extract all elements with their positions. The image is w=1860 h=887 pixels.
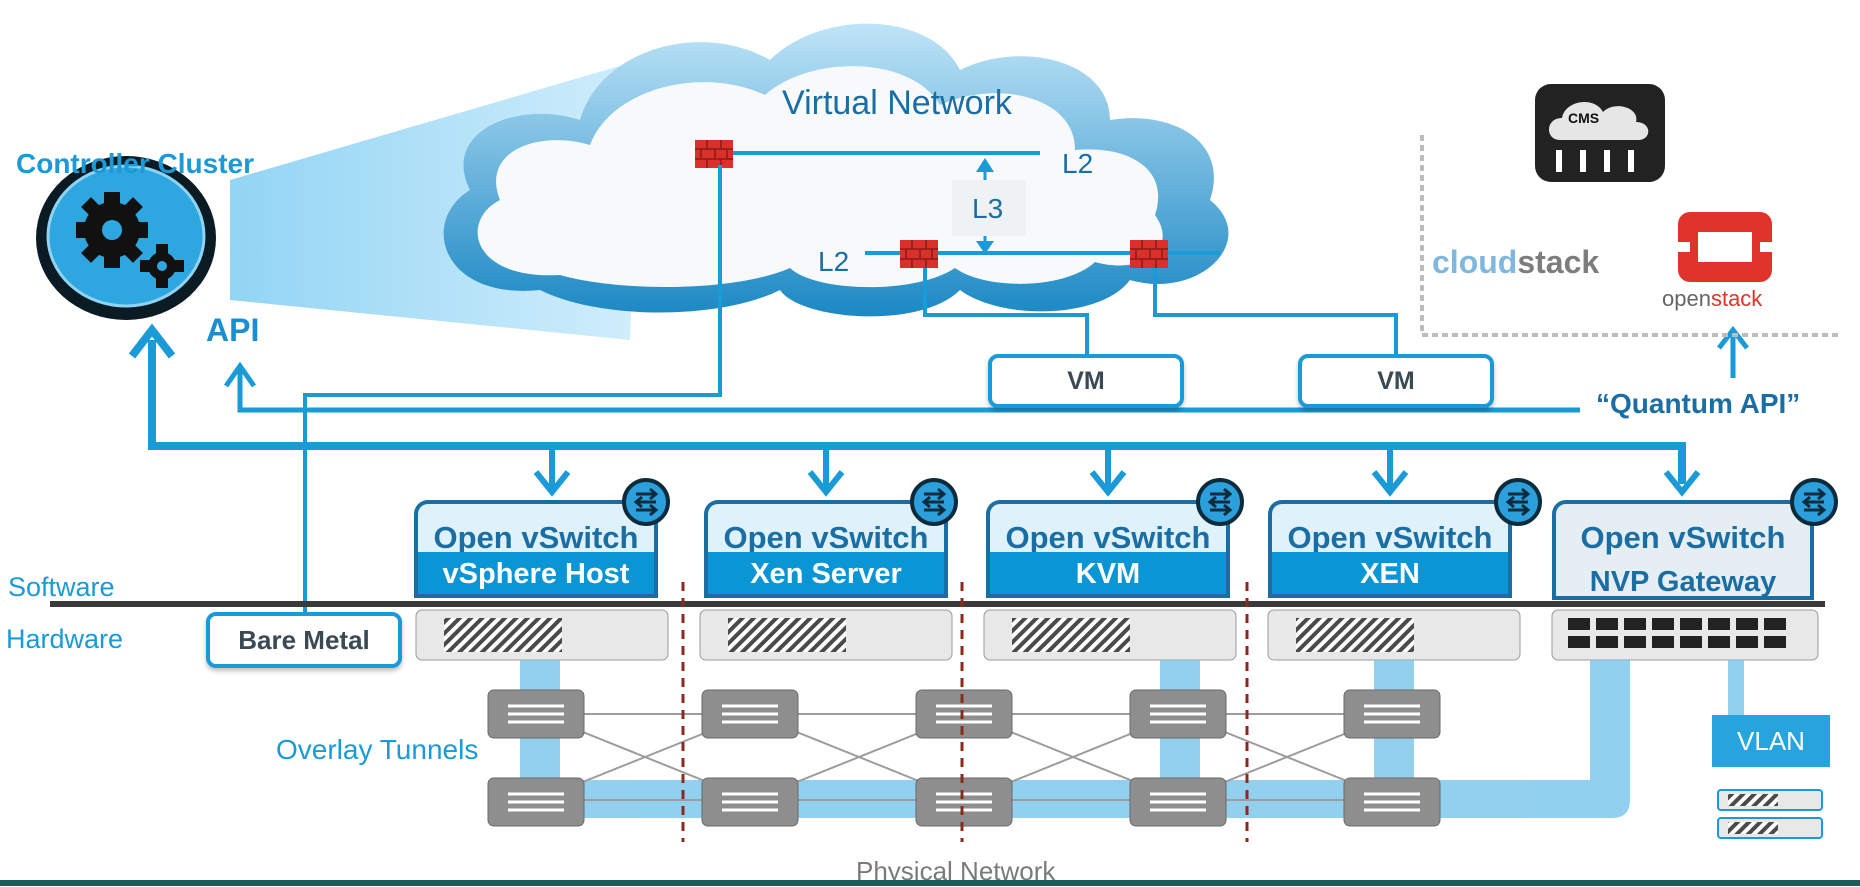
physical-switches bbox=[487, 689, 1441, 827]
software-label: Software bbox=[8, 572, 115, 602]
host-name: KVM bbox=[1075, 558, 1141, 590]
ovs-panel: Open vSwitch bbox=[704, 500, 948, 555]
quantum-api-label: “Quantum API” bbox=[1596, 388, 1801, 419]
api-label: API bbox=[206, 312, 260, 348]
footer-bar bbox=[0, 880, 1860, 886]
open-vswitch-icon bbox=[622, 478, 670, 526]
open-vswitch-icon bbox=[910, 478, 958, 526]
host-vsphere: Open vSwitch vSphere Host bbox=[414, 500, 658, 600]
firewall-icon bbox=[1130, 240, 1168, 268]
overlay-tunnels-label: Overlay Tunnels bbox=[276, 734, 479, 765]
firewall-icon bbox=[900, 240, 938, 268]
ovs-panel: Open vSwitch bbox=[414, 500, 658, 555]
cloudstack-logo: cloudstack bbox=[1432, 244, 1599, 281]
open-vswitch-label: Open vSwitch bbox=[433, 520, 639, 555]
cms-icon bbox=[1535, 84, 1665, 182]
cloudstack-part-1: cloud bbox=[1432, 244, 1518, 280]
openstack-logo bbox=[1678, 212, 1772, 282]
host-kvm: Open vSwitch KVM bbox=[986, 500, 1230, 600]
server-hardware bbox=[415, 609, 1819, 661]
l2-left-label: L2 bbox=[818, 246, 850, 277]
firewall-icon bbox=[695, 140, 733, 168]
host-name: XEN bbox=[1360, 558, 1420, 590]
openstack-part-2: stack bbox=[1710, 286, 1763, 311]
vm-label: VM bbox=[1377, 367, 1415, 395]
open-vswitch-icon bbox=[1494, 478, 1542, 526]
host-name-panel: vSphere Host bbox=[414, 552, 658, 598]
bare-metal-label: Bare Metal bbox=[238, 625, 370, 655]
host-xen-server: Open vSwitch Xen Server bbox=[704, 500, 948, 600]
open-vswitch-icon bbox=[1196, 478, 1244, 526]
hardware-label: Hardware bbox=[6, 624, 124, 654]
open-vswitch-label: Open vSwitch bbox=[1287, 520, 1493, 555]
controller-cluster-label: Controller Cluster bbox=[16, 148, 255, 179]
host-name: Xen Server bbox=[750, 558, 902, 590]
l3-label: L3 bbox=[972, 193, 1004, 224]
vlan-label: VLAN bbox=[1737, 726, 1805, 756]
host-name-panel: XEN bbox=[1268, 552, 1512, 598]
vm-box: VM bbox=[1298, 354, 1494, 408]
controller-cluster-icon bbox=[36, 156, 216, 320]
host-name: vSphere Host bbox=[442, 558, 630, 590]
host-xen: Open vSwitch XEN bbox=[1268, 500, 1512, 600]
virtual-network-title: Virtual Network bbox=[782, 84, 1012, 122]
vm-label: VM bbox=[1067, 367, 1105, 395]
openstack-wordmark: openstack bbox=[1662, 286, 1762, 312]
open-vswitch-label: Open vSwitch bbox=[1005, 520, 1211, 555]
open-vswitch-label: Open vSwitch bbox=[723, 520, 929, 555]
host-name-panel: KVM bbox=[986, 552, 1230, 598]
l2-top-label: L2 bbox=[1062, 148, 1094, 179]
l3-box bbox=[952, 180, 1026, 236]
open-vswitch-label: Open vSwitch bbox=[1580, 520, 1786, 555]
vlan-servers bbox=[1717, 789, 1823, 839]
vlan-box: VLAN bbox=[1712, 715, 1830, 767]
ovs-panel: Open vSwitch bbox=[1268, 500, 1512, 555]
cloudstack-part-2: stack bbox=[1517, 244, 1600, 280]
vm-box: VM bbox=[988, 354, 1184, 408]
host-name: NVP Gateway bbox=[1589, 566, 1777, 598]
openstack-part-1: open bbox=[1662, 286, 1711, 311]
ovs-panel: Open vSwitch bbox=[986, 500, 1230, 555]
cms-icon-label: CMS bbox=[1568, 110, 1600, 126]
host-name-panel: Xen Server bbox=[704, 552, 948, 598]
open-vswitch-icon bbox=[1790, 478, 1838, 526]
bare-metal-box: Bare Metal bbox=[206, 612, 402, 668]
